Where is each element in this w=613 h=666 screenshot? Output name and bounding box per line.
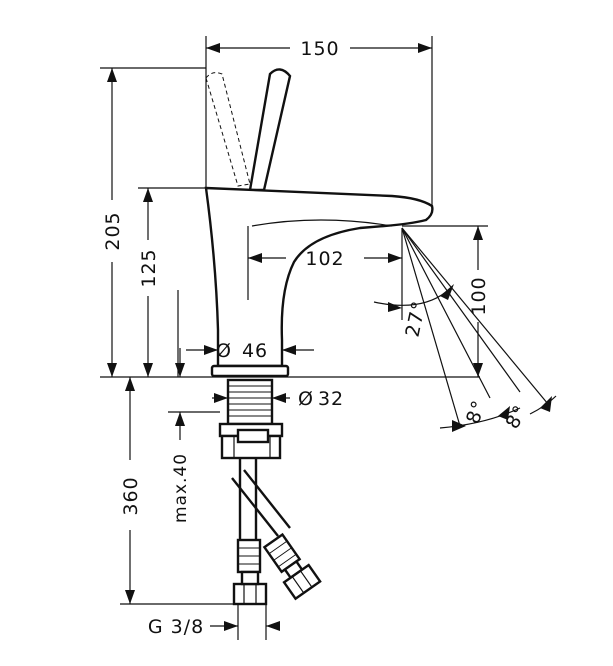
dim-below-deck-length: 360 xyxy=(120,476,142,515)
dim-connection-thread: G 3/8 xyxy=(148,616,204,638)
spout-inner-edge xyxy=(251,219,393,227)
dimension-lines xyxy=(107,43,557,631)
dim-spray-drop: 100 xyxy=(468,276,490,315)
dim-spout-height: 125 xyxy=(138,248,160,287)
faucet-spout-body xyxy=(204,186,434,368)
svg-text:Ø46: Ø 46 xyxy=(216,340,268,362)
dim-thread-diameter: 32 xyxy=(318,388,344,410)
dim-swivel-angle-2: 8° xyxy=(501,401,532,432)
clamp-screw xyxy=(236,428,270,444)
extension-lines xyxy=(100,36,488,640)
lever-handle xyxy=(248,68,292,192)
dim-swivel-angle-1: 8° xyxy=(462,397,491,427)
dim-overall-height: 205 xyxy=(102,211,124,250)
dim-overall-width: 150 xyxy=(300,38,339,60)
svg-text:Ø32: Ø32 xyxy=(298,388,344,410)
threaded-shank xyxy=(226,378,274,426)
base-ring xyxy=(210,364,290,378)
lever-alternate-position xyxy=(205,72,251,187)
hex-nut-left xyxy=(232,582,268,606)
dim-spray-angle: 27° xyxy=(402,299,431,339)
dim-base-diameter: 46 xyxy=(242,340,268,362)
hex-nut-right xyxy=(282,563,322,601)
diameter-symbol-32: Ø xyxy=(298,388,314,410)
dim-max-deck-thickness: max.40 xyxy=(171,453,191,523)
spray-lines xyxy=(401,227,549,427)
mounting-assembly xyxy=(218,378,322,606)
faucet-body xyxy=(204,68,434,378)
dim-spout-reach: 102 xyxy=(305,248,344,270)
diameter-symbol-46: Ø xyxy=(216,340,232,362)
